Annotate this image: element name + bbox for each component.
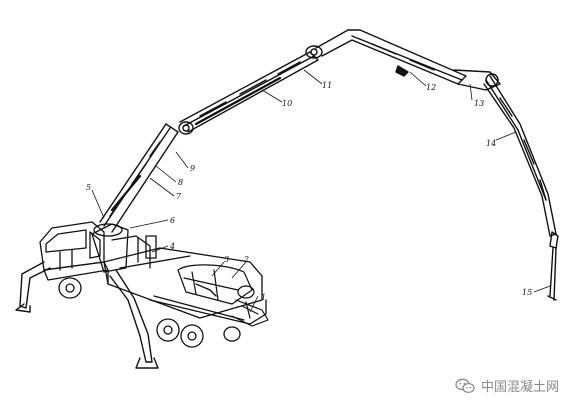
boom-section-3 <box>315 29 501 91</box>
slewing-turret <box>91 223 157 273</box>
callout-2: 2 <box>243 255 249 264</box>
callout-12: 12 <box>426 83 436 92</box>
callout-10: 10 <box>282 99 292 108</box>
callout-7: 7 <box>176 192 182 201</box>
boom-section-2 <box>179 45 323 133</box>
truck-chassis <box>103 247 267 325</box>
callout-14: 14 <box>486 139 496 148</box>
callout-9: 9 <box>190 164 195 173</box>
wechat-logo-icon <box>455 378 475 393</box>
callout-15: 15 <box>522 288 532 297</box>
truck-cab <box>39 221 109 281</box>
front-wheel <box>58 277 82 299</box>
outriggers <box>15 261 217 369</box>
callout-6: 6 <box>170 216 175 225</box>
callout-11: 11 <box>322 81 332 90</box>
callout-1: 1 <box>261 293 266 302</box>
watermark: 中国混凝土网 <box>455 376 559 395</box>
watermark-text: 中国混凝土网 <box>481 380 560 395</box>
callout-5: 5 <box>86 183 91 192</box>
callout-4: 4 <box>169 242 175 251</box>
callout-3: 3 <box>224 255 229 264</box>
callout-numbers: 1 2 3 4 5 6 7 8 9 10 11 12 13 14 15 <box>86 81 532 302</box>
callout-13: 13 <box>474 99 484 108</box>
pump-unit <box>177 264 269 327</box>
boom-section-4 <box>483 75 557 237</box>
rear-wheels <box>156 318 241 348</box>
leader-lines <box>91 69 551 313</box>
end-hose <box>547 231 559 301</box>
boom-section-1 <box>99 121 194 233</box>
callout-8: 8 <box>178 178 183 187</box>
